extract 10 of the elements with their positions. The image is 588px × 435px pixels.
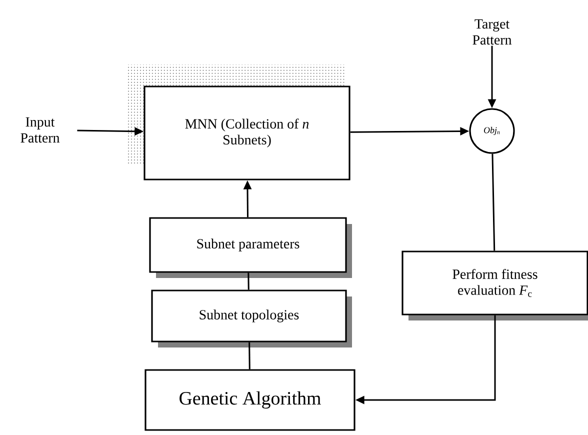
input-label: Input Pattern <box>20 117 60 143</box>
connector-line <box>492 154 496 251</box>
connector-line <box>248 342 250 370</box>
connector-line <box>248 272 250 290</box>
process-box: Subnet topologies <box>151 290 347 342</box>
input-label: Target Pattern <box>472 19 512 45</box>
process-box: Genetic Algorithm <box>144 369 356 431</box>
process-box: MNN (Collection of n Subnets) <box>144 86 350 180</box>
process-box: Subnet parameters <box>149 217 347 273</box>
process-box: Perform fitness evaluation F$_{c}$ <box>402 250 588 316</box>
